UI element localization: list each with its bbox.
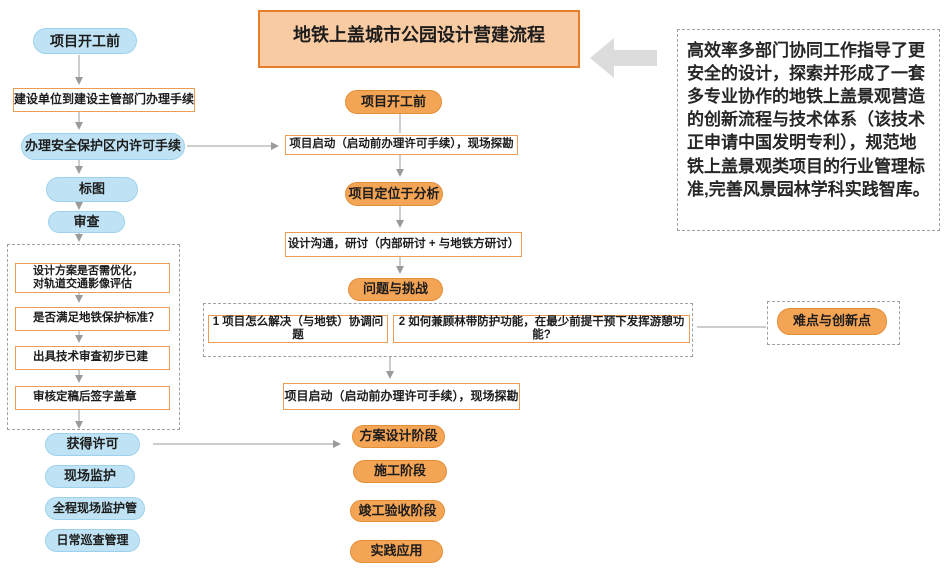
left-step-full-watch: 全程现场监护管 [45, 497, 145, 520]
note-text: 高效率多部门协同工作指导了更安全的设计，探索并形成了一套多专业协作的地铁上盖景观… [687, 41, 930, 199]
phase-construction-node: 施工阶段 [353, 460, 447, 483]
left-step-license: 获得许可 [45, 433, 140, 456]
question-item-2: 2 如何兼顾林带防护功能，在最少前提干预下发挥游憩功能? [393, 315, 690, 343]
left-step-procedures: 建设单位到建设主管部门办理手续 [13, 88, 195, 112]
main-kickoff-box-1: 项目启动（启动前办理许可手续），现场探勘 [285, 135, 518, 155]
page-title: 地铁上盖城市公园设计营建流程 [258, 10, 580, 68]
questions-group [203, 303, 693, 357]
review-item-1: 设计方案是否需优化， 对轨道交通影像评估 [15, 263, 170, 293]
block-arrow-left-icon [590, 38, 657, 78]
highlight-node: 难点与创新点 [777, 308, 887, 335]
phase-design-node: 方案设计阶段 [352, 425, 445, 448]
left-step-daily-patrol: 日常巡查管理 [45, 529, 140, 552]
main-positioning-node: 项目定位于分析 [345, 182, 443, 206]
question-item-1: 1 项目怎么解决（与地铁）协调问题 [208, 315, 388, 343]
main-communication-box: 设计沟通，研讨（内部研讨 + 与地铁方研讨） [285, 232, 522, 257]
left-step-permit: 办理安全保护区内许可手续 [21, 133, 185, 160]
main-start-node: 项目开工前 [345, 90, 442, 114]
phase-acceptance-node: 竣工验收阶段 [350, 500, 445, 522]
left-review-group [7, 244, 180, 430]
review-item-4: 审核定稿后签字盖章 [15, 386, 170, 410]
left-step-review: 审查 [48, 211, 125, 233]
review-item-2: 是否满足地铁保护标准？ [15, 307, 170, 331]
main-kickoff-box-2: 项目启动（启动前办理许可手续），现场探勘 [283, 383, 520, 410]
review-item-3: 出具技术审查初步已建 [15, 346, 170, 370]
phase-practice-node: 实践应用 [350, 540, 443, 563]
left-start-node: 项目开工前 [33, 28, 137, 54]
highlight-group [767, 301, 900, 345]
main-challenge-node: 问题与挑战 [348, 278, 443, 301]
note-panel: 高效率多部门协同工作指导了更安全的设计，探索并形成了一套多专业协作的地铁上盖景观… [677, 29, 940, 231]
left-step-site-watch: 现场监护 [45, 465, 135, 488]
left-step-mark: 标图 [46, 177, 138, 202]
